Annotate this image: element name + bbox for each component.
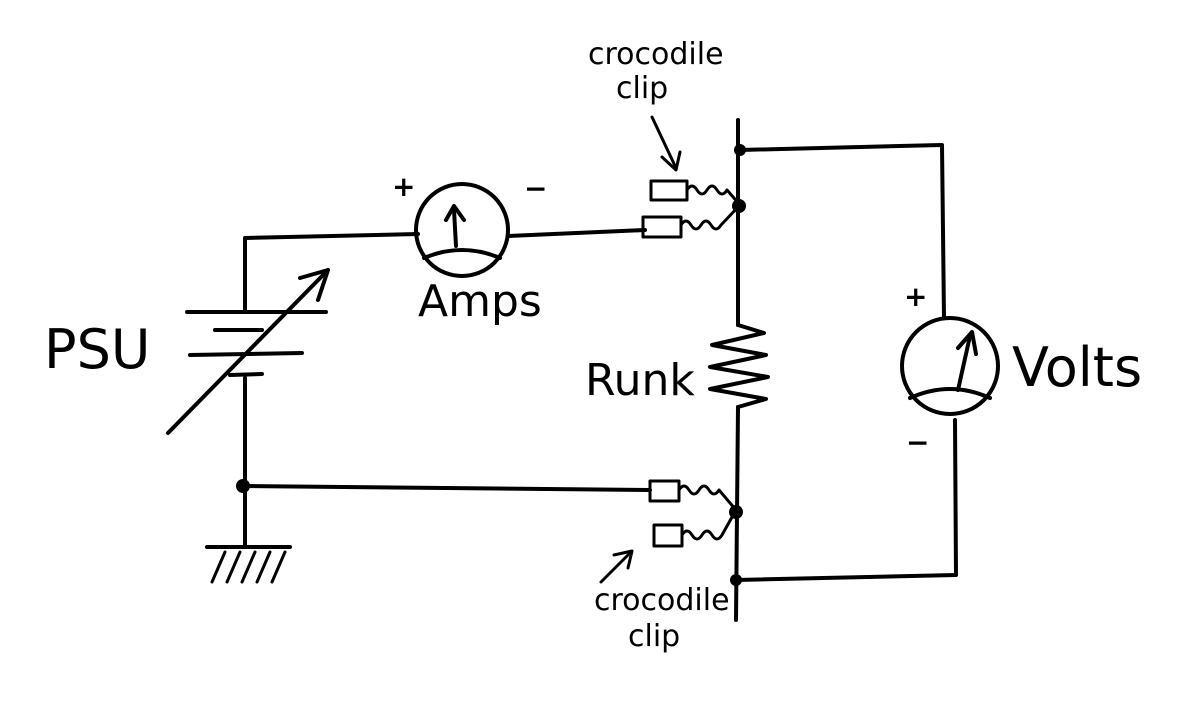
voltmeter-plus-label: + xyxy=(904,280,927,313)
crocodile-clip-bottom xyxy=(648,479,738,548)
node-top-clip xyxy=(732,199,746,213)
voltmeter-loop xyxy=(734,143,958,582)
clip-top-arrow xyxy=(650,115,682,172)
clip-bottom-label-line1: crocodile xyxy=(594,583,730,618)
clip-top-label-line2: clip xyxy=(616,71,668,106)
crocodile-clip-top xyxy=(641,179,742,239)
clip-top-label-line1: crocodile xyxy=(588,37,724,72)
clip-bottom-label-line2: clip xyxy=(628,619,680,654)
ammeter-plus-label: + xyxy=(392,170,415,203)
clip-bottom-arrow xyxy=(599,549,634,584)
resistor-branch xyxy=(708,118,770,622)
ammeter-label: Amps xyxy=(418,276,542,327)
voltmeter-symbol xyxy=(900,316,1000,416)
bottom-wire xyxy=(243,484,652,547)
voltmeter-label: Volts xyxy=(1012,336,1142,399)
ammeter-minus-label: − xyxy=(524,172,547,205)
resistor-label: Runk xyxy=(585,355,695,406)
voltmeter-minus-label: − xyxy=(906,426,929,459)
psu-label: PSU xyxy=(44,318,150,381)
node-psu-bottom xyxy=(236,479,250,493)
ammeter-symbol xyxy=(414,182,647,278)
node-bottom-right xyxy=(730,574,742,586)
psu-symbol xyxy=(166,232,420,488)
node-top-right xyxy=(734,144,746,156)
ground-symbol xyxy=(205,545,292,584)
node-bottom-clip xyxy=(729,505,743,519)
